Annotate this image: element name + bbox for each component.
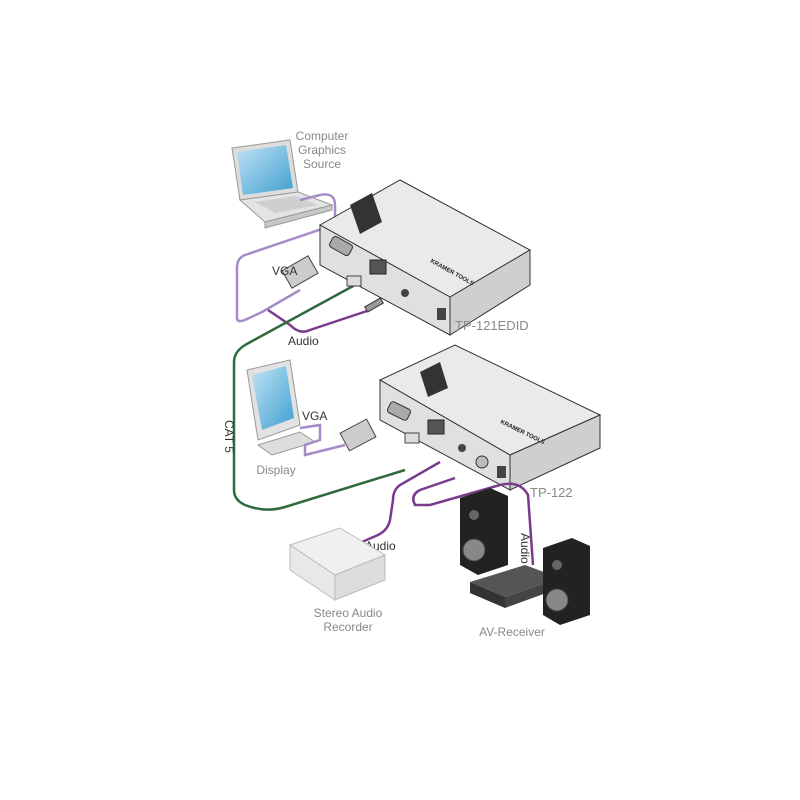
- cat5-cable: [232, 283, 406, 511]
- rj45-plug-icon: [346, 275, 362, 287]
- audio-cable-top: [267, 308, 371, 333]
- kramer-logo-icon-2: [420, 362, 448, 397]
- rj45-port-icon-2: [427, 419, 445, 435]
- vga-port-icon: [329, 235, 353, 257]
- label-av-receiver: AV-Receiver: [479, 625, 545, 639]
- audio-cable-av-receiver: [412, 476, 535, 566]
- label-vga-top: VGA: [272, 264, 297, 278]
- label-recorder-line1: Stereo Audio: [314, 606, 383, 620]
- label-audio-top: Audio: [288, 334, 319, 348]
- audio-cable-recorder: [354, 460, 441, 547]
- vga-connector-icon: [281, 255, 319, 289]
- label-recorder-line2: Recorder: [323, 620, 372, 634]
- stereo-recorder-icon: [288, 527, 387, 601]
- label-computer-line2: Graphics: [298, 143, 346, 157]
- label-computer-line1: Computer: [296, 129, 349, 143]
- label-display: Display: [256, 463, 295, 477]
- label-vga-bottom: VGA: [302, 409, 327, 423]
- vga-cable-top: [235, 193, 337, 323]
- rj45-port-icon: [369, 259, 387, 275]
- speaker-left-icon: [460, 488, 508, 575]
- power-port-icon-2: [497, 466, 506, 478]
- audio-jack-icon-2: [458, 444, 466, 452]
- power-port-icon: [437, 308, 446, 320]
- tp-121edid-device: KRAMER TOOLS: [281, 179, 532, 336]
- label-audio-receiver: Audio: [518, 533, 532, 564]
- display-monitor-icon: [246, 359, 317, 456]
- vga-connector-icon-2: [339, 418, 377, 452]
- label-tp-121edid: TP-121EDID: [455, 318, 529, 333]
- audio-jack-icon: [401, 289, 409, 297]
- vga-port-icon-2: [386, 401, 412, 421]
- tp-122-device: KRAMER TOOLS: [339, 344, 602, 491]
- label-cat5: CAT 5: [222, 420, 236, 453]
- laptop-icon: [231, 139, 334, 229]
- audio-out-jack-icon: [475, 455, 489, 469]
- label-computer-line3: Source: [303, 157, 341, 171]
- vga-cable-bottom: [299, 423, 346, 457]
- kramer-logo-icon: [350, 193, 382, 234]
- rj45-plug-icon-2: [404, 432, 420, 444]
- audio-plug-icon: [364, 297, 384, 313]
- label-tp-122: TP-122: [530, 485, 573, 500]
- speaker-right-icon: [543, 538, 590, 625]
